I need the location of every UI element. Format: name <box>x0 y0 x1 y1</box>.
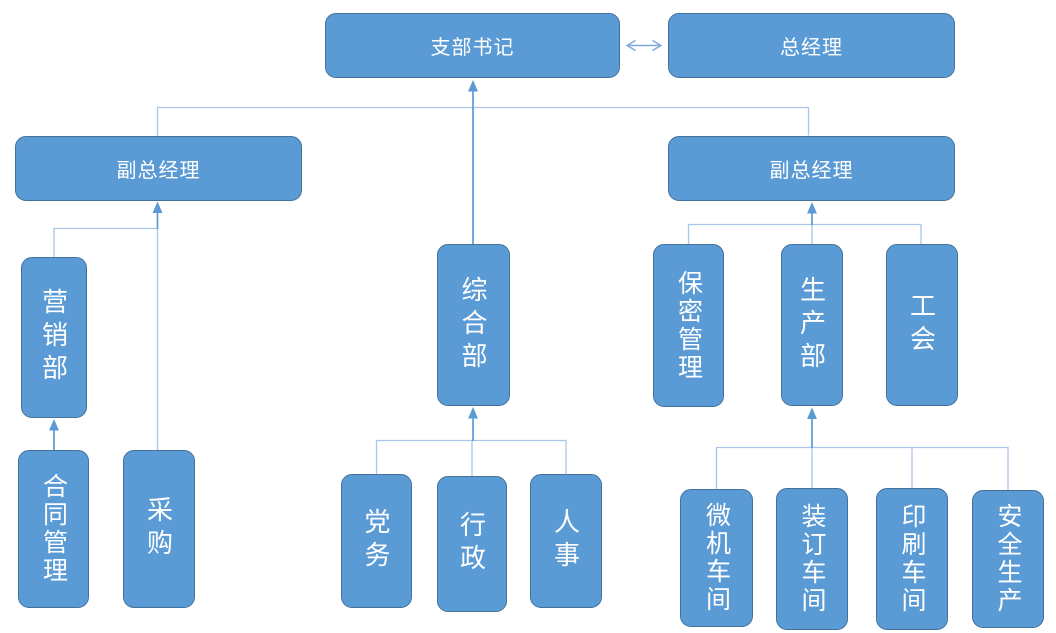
node-administration: 行政 <box>437 476 507 612</box>
node-branch-secretary: 支部书记 <box>325 13 620 78</box>
node-contract-mgmt: 合同管理 <box>18 450 89 608</box>
arrowhead-production <box>807 407 817 419</box>
node-production-dept: 生产部 <box>781 244 843 406</box>
node-deputy-gm-right: 副总经理 <box>668 136 955 201</box>
node-safety-production: 安全生产 <box>972 490 1044 628</box>
node-binding-workshop: 装订车间 <box>776 488 848 630</box>
node-general-dept: 综合部 <box>437 244 510 406</box>
edge-marketing-elbow <box>53 227 158 257</box>
node-deputy-gm-left: 副总经理 <box>15 136 302 201</box>
node-procurement: 采购 <box>123 450 195 608</box>
node-computer-workshop: 微机车间 <box>680 489 753 627</box>
edge-general-dept-children-elbow <box>375 439 567 474</box>
arrowhead-marketing <box>49 419 59 431</box>
edge-deputy-right-children-elbow <box>687 223 922 244</box>
edge-workshops-elbow <box>715 446 1009 490</box>
node-marketing-dept: 营销部 <box>21 257 87 418</box>
node-labor-union: 工会 <box>886 244 958 406</box>
arrowhead-generaldept <box>468 407 478 419</box>
node-party-affairs: 党务 <box>341 474 412 608</box>
arrowhead-deputy-left <box>152 201 163 213</box>
node-confidentiality-mgmt: 保密管理 <box>653 244 724 407</box>
arrowhead-deputy-right <box>807 202 817 214</box>
double-arrow <box>625 39 663 52</box>
edge-deputies-to-top-elbow <box>156 106 810 136</box>
node-printing-workshop: 印刷车间 <box>876 488 948 630</box>
node-general-manager: 总经理 <box>668 13 955 78</box>
arrowhead-secretary <box>468 80 478 92</box>
node-hr: 人事 <box>530 474 602 608</box>
